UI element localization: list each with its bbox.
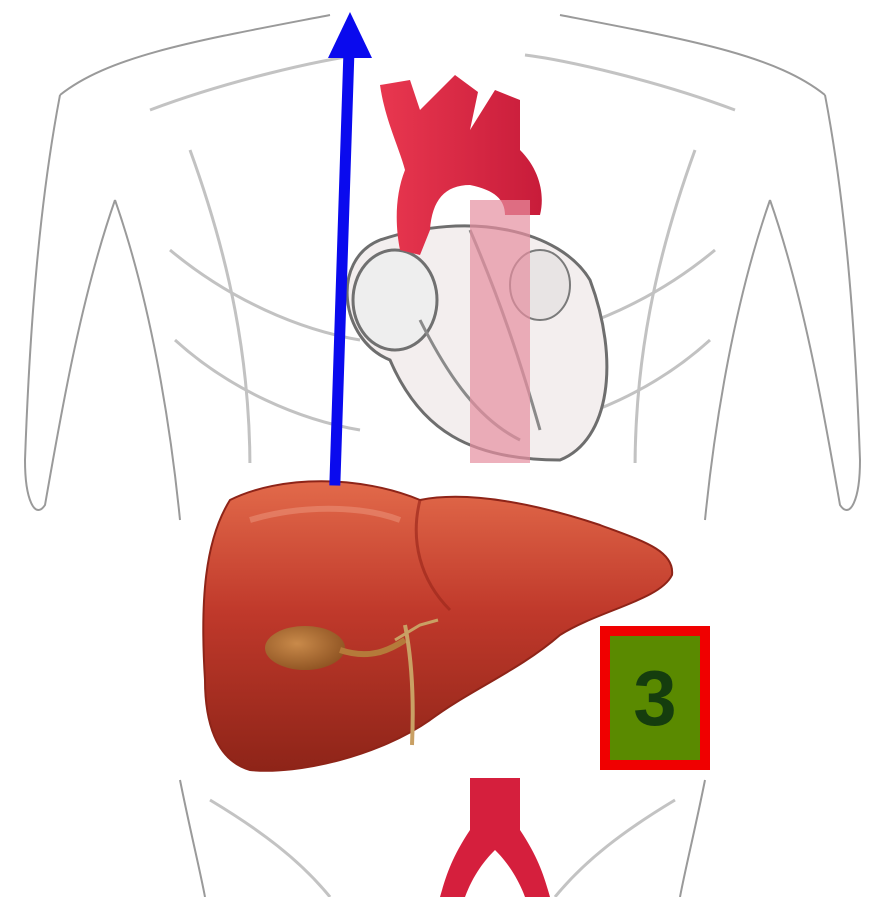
step-number-badge: 3 — [600, 626, 710, 770]
arrow-up-icon — [328, 12, 372, 480]
step-number: 3 — [633, 659, 676, 737]
